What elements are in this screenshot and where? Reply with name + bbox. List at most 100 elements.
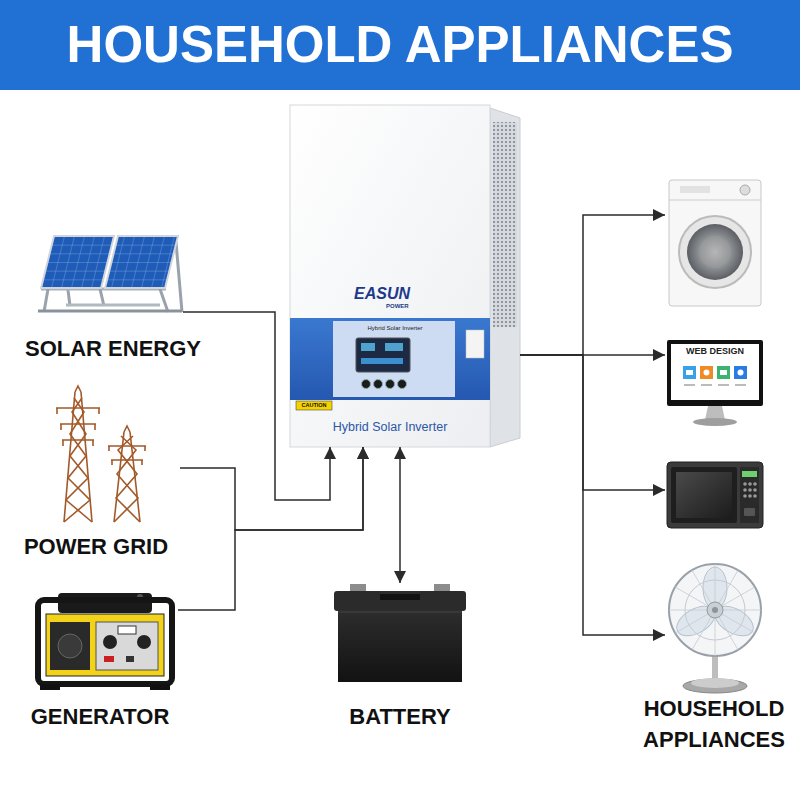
- battery-art-part: [334, 591, 466, 611]
- microwave-art-part: [667, 462, 763, 528]
- title-bar: HOUSEHOLD APPLIANCES: [0, 0, 800, 90]
- microwave-art-part: [748, 482, 752, 486]
- inverter-art-part: [374, 380, 383, 389]
- power-connector: [178, 447, 363, 610]
- power-connector: [520, 215, 665, 355]
- washing-machine-art-part: [679, 216, 751, 288]
- solar-panel: SOLAR ENERGY: [38, 225, 183, 313]
- washing-machine: [665, 178, 765, 308]
- battery-art: [334, 584, 466, 682]
- generator-art-part: [150, 684, 170, 690]
- microwave-art-part: [676, 472, 732, 518]
- brand-subtext: POWER: [386, 303, 409, 309]
- washing-machine-art-part: [740, 185, 750, 195]
- power-tower-art: [56, 386, 146, 522]
- generator-art: [38, 593, 172, 690]
- microwave-art-part: [743, 488, 747, 492]
- monitor-art-part: [718, 384, 729, 386]
- source-label: GENERATOR: [10, 704, 190, 730]
- monitor-art-part: [700, 366, 713, 379]
- computer-monitor: WEB DESIGN: [665, 338, 765, 428]
- monitor-art-part: [735, 384, 746, 386]
- monitor-art-part: [705, 406, 725, 420]
- power-grid: POWER GRID: [40, 385, 180, 525]
- brand-logo: EASUN: [354, 286, 410, 302]
- inverter-art-part: [290, 105, 490, 447]
- source-label: POWER GRID: [6, 534, 186, 560]
- battery-art-part: [338, 610, 462, 682]
- power-tower-art-part: [66, 398, 92, 522]
- fan-art-part: [712, 607, 718, 613]
- fan-art-part: [669, 564, 761, 656]
- solar-panel-art-part-part: [105, 236, 178, 288]
- fan-art-part: [683, 679, 747, 693]
- solar-panel-art-part: [41, 236, 178, 288]
- inverter-art-part: [362, 380, 371, 389]
- solar-panel-art-part: [66, 304, 160, 307]
- power-connector: [399, 447, 401, 583]
- fan-art-part: [685, 580, 745, 640]
- microwave-art-part: [742, 471, 757, 477]
- washing-machine-art-part: [680, 186, 710, 193]
- power-connector: [180, 447, 363, 530]
- hybrid-inverter: EASUNPOWERHybrid Solar InverterCAUTIONHy…: [290, 105, 520, 447]
- inverter-art-part: [493, 122, 517, 327]
- inverter-art-part: [490, 108, 520, 447]
- power-tower-art-part: [108, 446, 146, 460]
- microwave-art-part: [753, 488, 757, 492]
- power-tower-art-part: [64, 386, 92, 522]
- power-tower-art-part: [57, 408, 99, 446]
- monitor-art-part: [693, 418, 737, 426]
- microwave-art-part: [743, 494, 747, 498]
- generator-art-part: [137, 635, 151, 649]
- microwave-art-part: [740, 467, 759, 523]
- monitor-art-part: [720, 370, 727, 375]
- electric-fan: HOUSEHOLD APPLIANCES: [665, 558, 765, 693]
- monitor-art-part: [671, 344, 759, 400]
- monitor-art-part: [717, 366, 730, 379]
- battery: BATTERY: [330, 583, 470, 683]
- washing-machine-art-part: [669, 200, 761, 201]
- power-tower-art-part: [56, 408, 100, 440]
- power-tower-art-part: [114, 426, 140, 522]
- monitor-art-part: [686, 370, 693, 375]
- fan-art-part: [707, 602, 723, 618]
- generator: GENERATOR: [32, 590, 178, 690]
- microwave-oven: [665, 460, 765, 530]
- generator-art-part: [46, 614, 164, 676]
- solar-panel-art-part: [38, 310, 182, 313]
- fan-art-part: [691, 678, 739, 688]
- caution-label: CAUTION: [296, 401, 332, 410]
- generator-art-part: [58, 634, 82, 658]
- generator-art-part: [103, 635, 117, 649]
- inverter-art-part: [333, 321, 455, 397]
- monitor-art-part: [738, 370, 744, 376]
- washing-machine-art: [669, 180, 761, 306]
- generator-art-part: [118, 626, 136, 634]
- battery-art-part: [338, 612, 462, 613]
- inverter-art-part: [385, 343, 403, 351]
- source-label: SOLAR ENERGY: [13, 336, 213, 362]
- microwave-art-part: [671, 467, 737, 523]
- power-connector: [520, 355, 665, 635]
- monitor-art-part: [683, 366, 696, 379]
- monitor-art-part: [701, 384, 712, 386]
- generator-art-part: [38, 600, 172, 684]
- page-title: HOUSEHOLD APPLIANCES: [0, 0, 800, 90]
- product-name: Hybrid Solar Inverter: [290, 420, 490, 435]
- monitor-art-part: [704, 370, 710, 376]
- inverter-art-part: [290, 318, 490, 400]
- display-label: Hybrid Solar Inverter: [340, 325, 450, 332]
- washing-machine-art-part: [699, 236, 731, 268]
- monitor-art: [667, 340, 763, 426]
- inverter-art-part: [356, 338, 410, 372]
- inverter-art-part: [466, 330, 484, 358]
- power-connector: [520, 355, 665, 490]
- inverter-art: [290, 105, 520, 447]
- microwave-art-part: [753, 494, 757, 498]
- generator-art-part: [40, 684, 60, 690]
- fan-art-part: [669, 564, 761, 656]
- microwave-art-part: [748, 494, 752, 498]
